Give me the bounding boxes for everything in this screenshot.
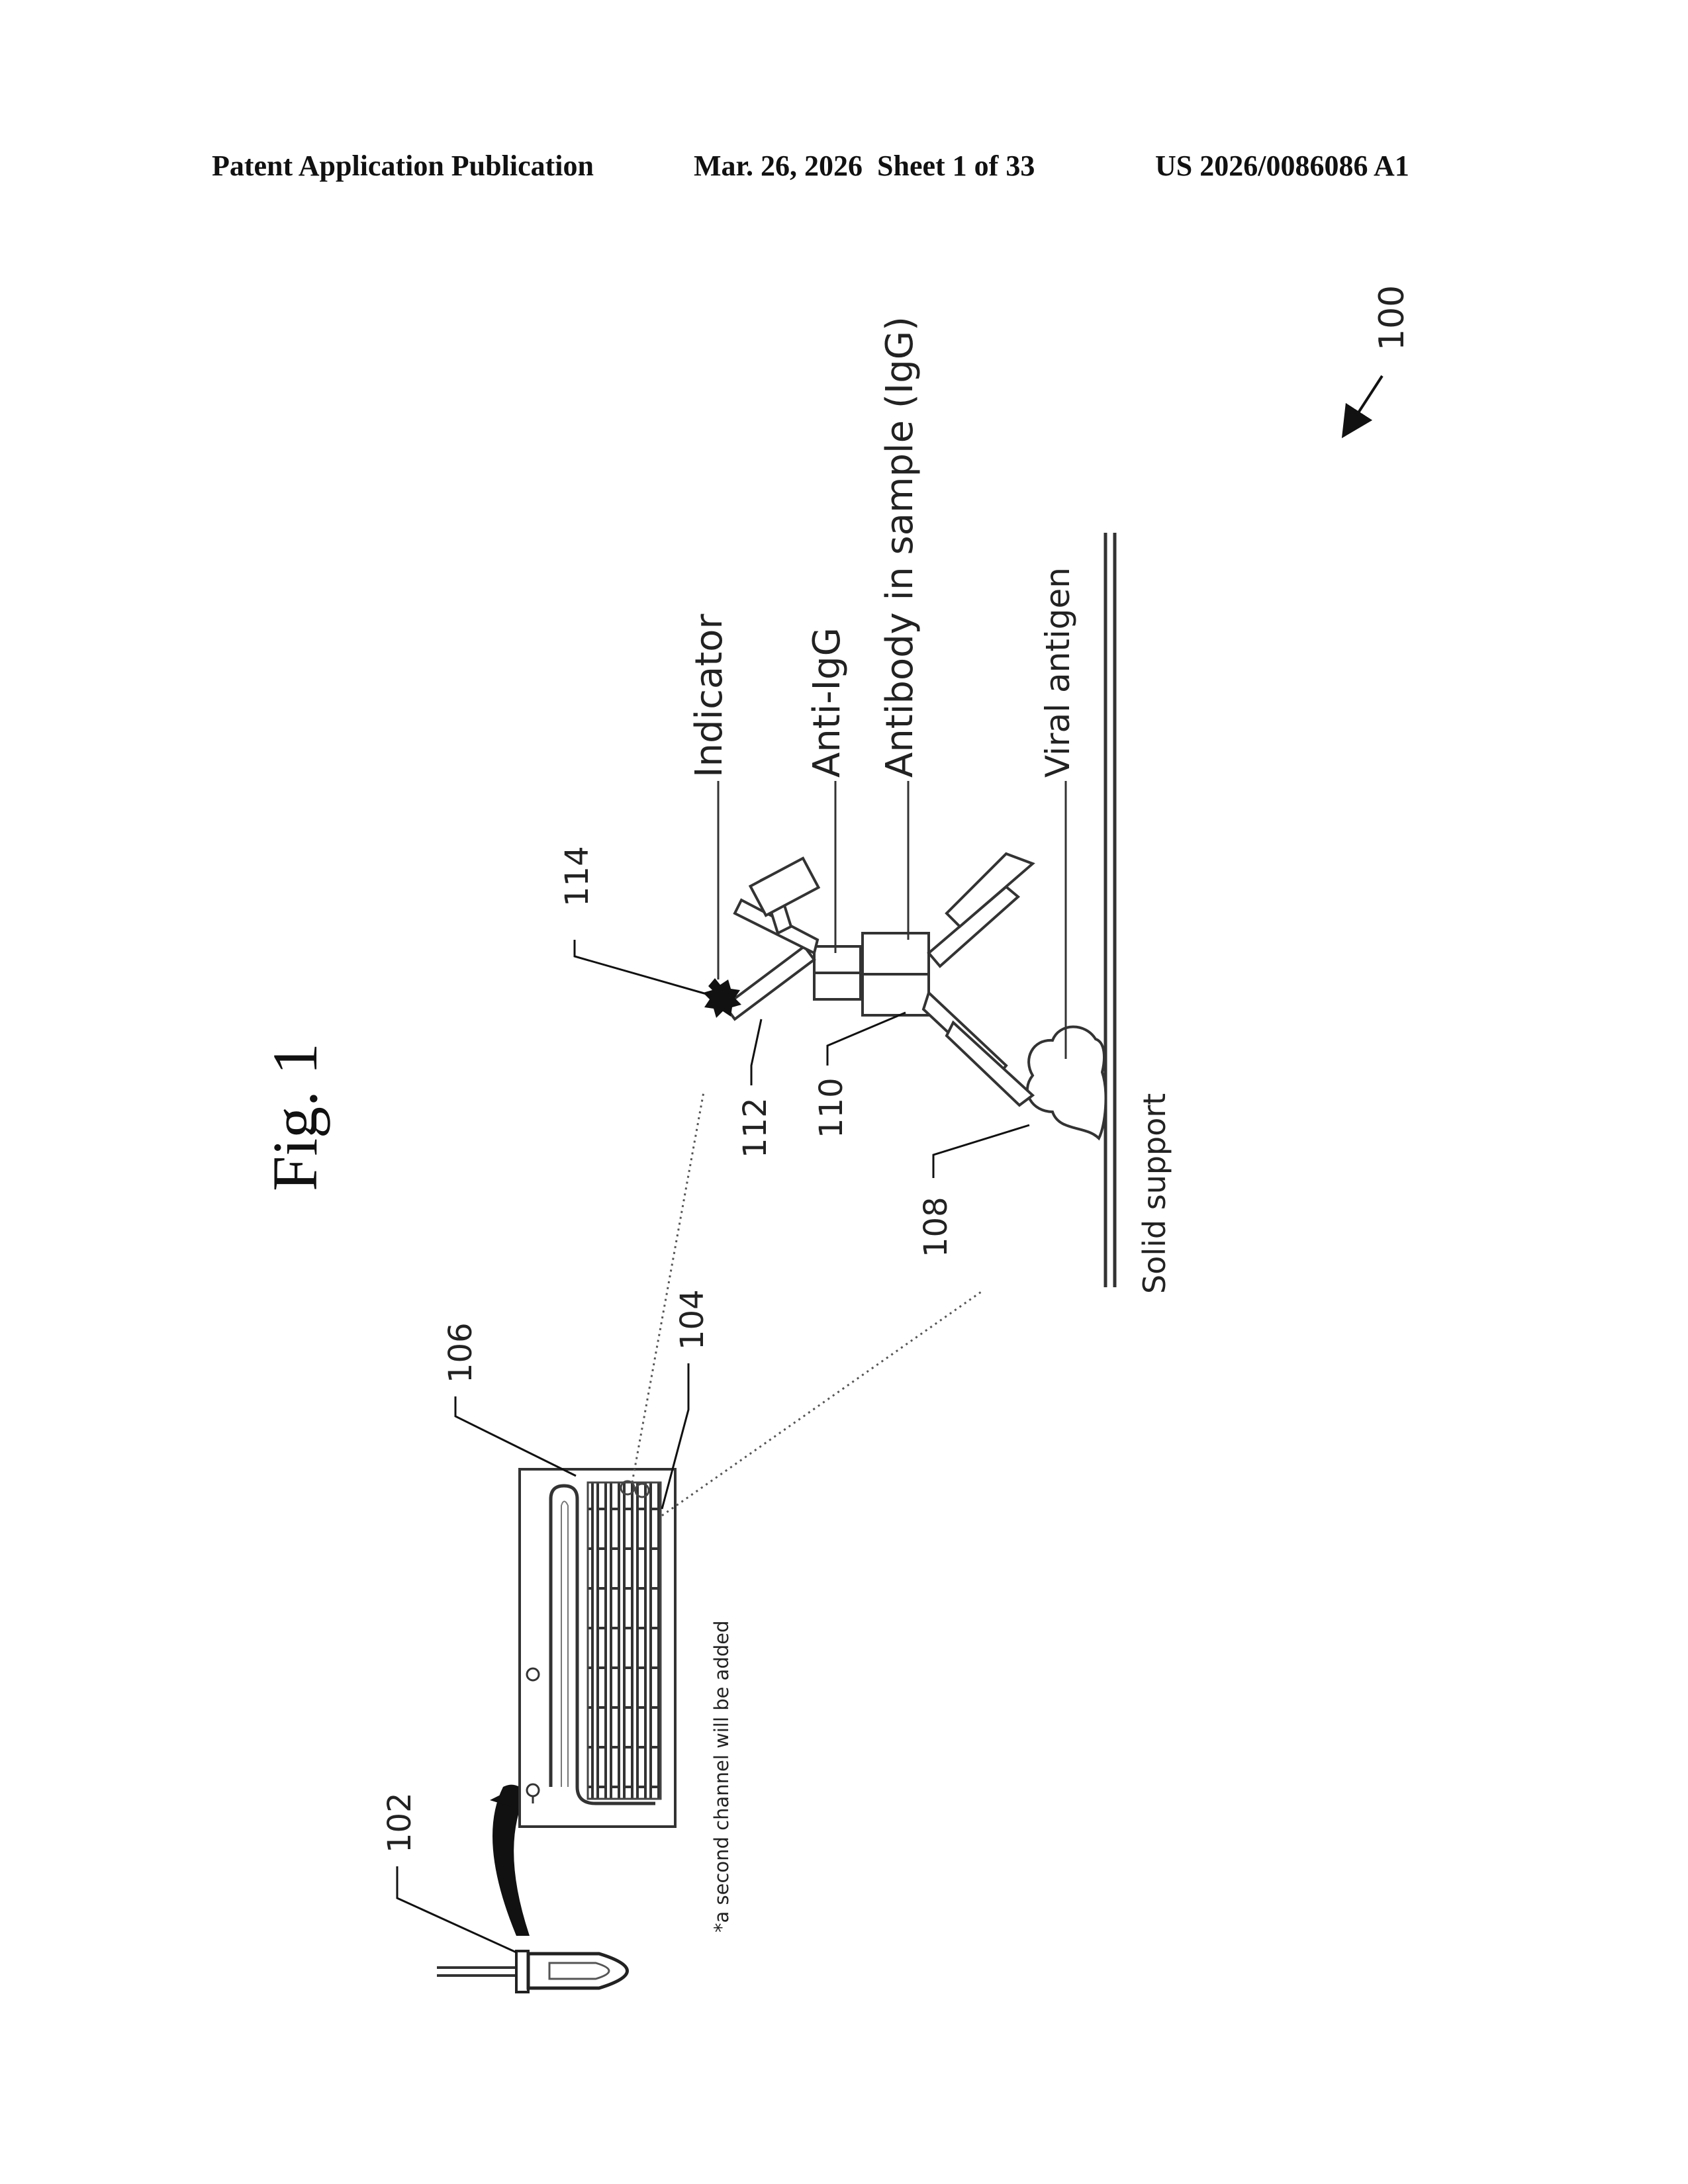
ref-114-leader [575,940,714,996]
ref-100-arrow [1350,376,1382,425]
ref-108-leader [933,1125,1029,1178]
ref-102: 102 [381,1792,418,1853]
ref-110-leader [827,1013,906,1066]
label-anti-igg: Anti-IgG [806,627,849,778]
ref-110: 110 [813,1077,850,1138]
label-antibody: Antibody in sample (IgG) [878,316,921,778]
ref-104: 104 [674,1289,711,1350]
label-viral-antigen: Viral antigen [1039,567,1077,778]
ref-114: 114 [559,846,596,907]
ref-106: 106 [442,1322,479,1383]
anti-igg-shape [725,858,861,1019]
label-indicator: Indicator [688,614,731,778]
label-solid-support: Solid support [1137,1093,1172,1294]
zoom-line-upper [632,1092,704,1482]
microfluidic-chip [520,1469,675,1827]
ref-112: 112 [737,1097,774,1158]
footnote: *a second channel will be added [710,1620,733,1933]
figure-title: Fig. 1 [259,1043,330,1191]
ref-106-leader [455,1396,576,1476]
ref-112-leader [751,1019,761,1085]
sample-capillary-icon [437,1951,628,1992]
ref-108: 108 [917,1197,955,1257]
sample-antibody-shape [863,854,1033,1105]
ref-100: 100 [1372,285,1412,351]
